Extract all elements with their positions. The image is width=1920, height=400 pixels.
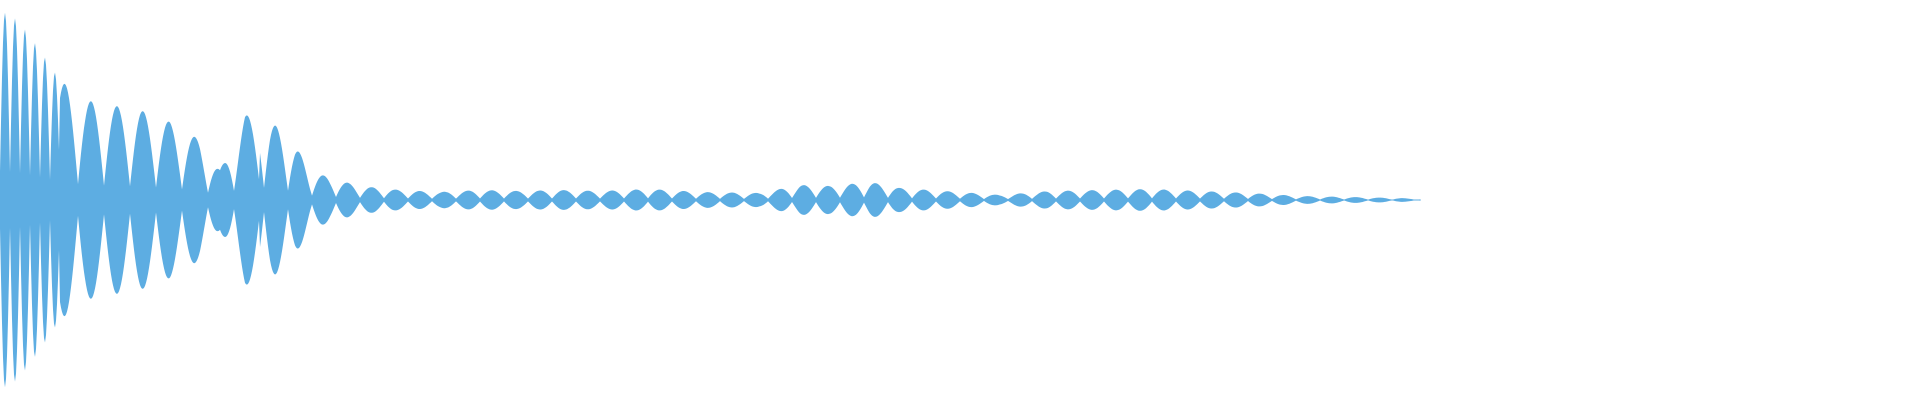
waveform-graphic [0, 12, 1421, 388]
audio-waveform [0, 12, 1421, 388]
